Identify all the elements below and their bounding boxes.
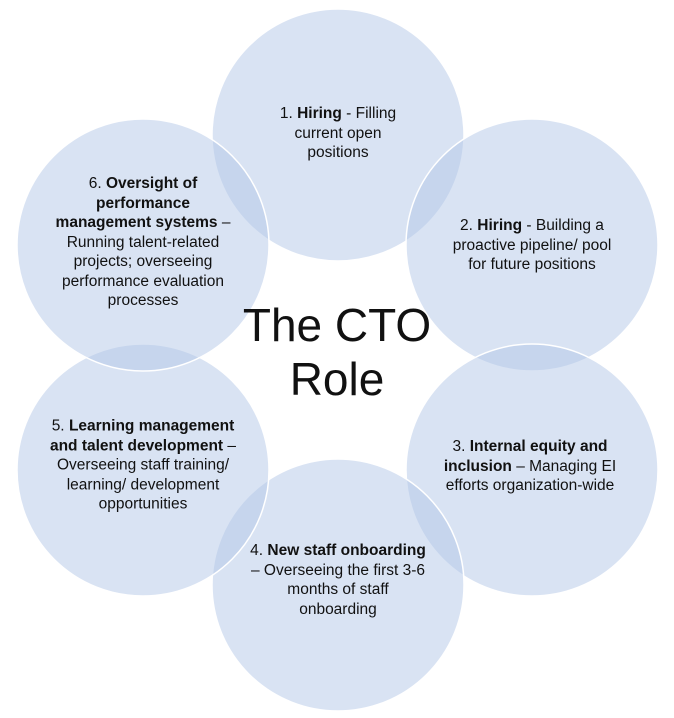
circle-hiring-current [211, 8, 465, 262]
item-6-label: 6. Oversight of performance management s… [55, 174, 231, 309]
item-3-label: 3. Internal equity and inclusion – Manag… [443, 437, 617, 494]
title-line-1: The CTO [242, 299, 432, 351]
title-line-2: Role [289, 353, 385, 405]
item-1-label: 1. Hiring - Filling current open positio… [279, 104, 397, 161]
circle-equity-inclusion [405, 343, 659, 597]
circle-performance [16, 118, 270, 372]
item-5-label: 5. Learning management and talent develo… [49, 417, 237, 513]
circle-onboarding [211, 458, 465, 712]
item-4-label: 4. New staff onboarding – Overseeing the… [250, 542, 426, 618]
item-2-label: 2. Hiring - Building a proactive pipelin… [452, 216, 612, 273]
diagram-title: The CTO Role [237, 298, 437, 406]
